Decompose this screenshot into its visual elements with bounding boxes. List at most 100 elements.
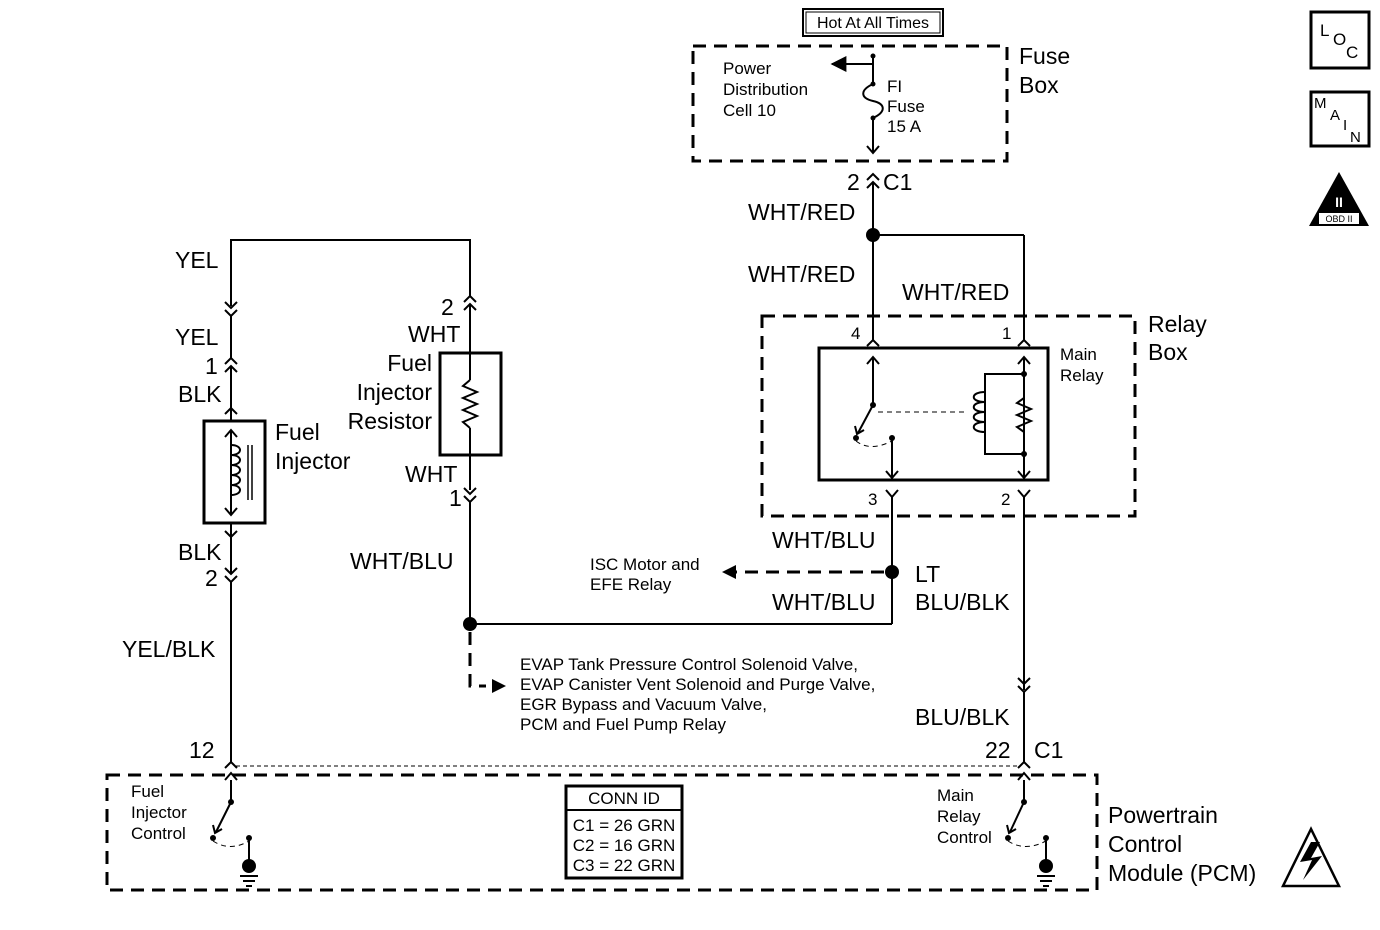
wire-blk-2: BLK: [178, 539, 222, 565]
splice-wht-blu: [463, 617, 477, 631]
wire-wht-2: WHT: [405, 461, 457, 487]
relay-switch-icon: [857, 404, 874, 434]
wire-wht-red-3: WHT/RED: [902, 279, 1009, 305]
fuse-label-3: 15 A: [887, 117, 922, 136]
fi-fuse-icon: [862, 53, 884, 155]
wire-blk-1: BLK: [178, 381, 222, 407]
conn-id-table: CONN ID C1 = 26 GRN C2 = 16 GRN C3 = 22 …: [564, 784, 684, 880]
relay-pin-2: 2: [1001, 490, 1010, 509]
resistor-pin-2: 2: [441, 294, 454, 320]
pdc-label-1: Power: [723, 59, 772, 78]
pcm-title-2: Control: [1108, 831, 1182, 857]
wire-wht-blu-bottom: WHT/BLU: [772, 589, 876, 615]
pcm-pin-22: 22: [985, 737, 1011, 763]
fuse-box-title-1: Fuse: [1019, 43, 1070, 69]
resistor-icon: [460, 379, 480, 429]
pcm-pin-12: 12: [189, 737, 215, 763]
conn-row-c1: C1 = 26 GRN: [573, 816, 676, 835]
fuse-box: Fuse Box Power Distribution Cell 10 FI F…: [691, 43, 1070, 163]
pcm-title-1: Powertrain: [1108, 802, 1218, 828]
injector-coil-icon: [230, 444, 241, 496]
loc-letter-l: L: [1320, 21, 1329, 40]
connector-c1-fuse-icon: [866, 172, 880, 181]
main-relay-label-2: Relay: [1060, 366, 1104, 385]
relay-box: Relay Box Main Relay 4 1 3 2: [760, 311, 1207, 518]
pcm-connector-c1: C1: [1034, 737, 1063, 763]
main-relay: [817, 346, 1050, 482]
main-letter-i: I: [1343, 117, 1347, 134]
esd-warning-icon: [1280, 826, 1342, 888]
main-letter-n: N: [1350, 129, 1361, 146]
isc-ref-2: EFE Relay: [590, 575, 672, 594]
fuse-connector: C1: [883, 169, 912, 195]
loc-icon[interactable]: L O C: [1309, 10, 1371, 70]
fuel-injector-resistor: [438, 351, 503, 457]
loc-letter-o: O: [1333, 30, 1346, 49]
pcm-module: Powertrain Control Module (PCM) Fuel Inj…: [105, 771, 1256, 892]
fic-switch-icon: [215, 801, 232, 833]
mrc-ground-icon: [1039, 859, 1053, 873]
wire-blu-blk-2: BLU/BLK: [915, 704, 1010, 730]
main-letter-m: M: [1314, 95, 1327, 112]
conn-row-c2: C2 = 16 GRN: [573, 836, 676, 855]
relay-box-title-1: Relay: [1148, 311, 1207, 337]
fuel-injector: [202, 419, 267, 525]
mrc-label-2: Relay: [937, 807, 981, 826]
pdc-label-2: Distribution: [723, 80, 808, 99]
mrc-switch-icon: [1009, 801, 1025, 833]
pdc-label-3: Cell 10: [723, 101, 776, 120]
relay-pin-3: 3: [868, 490, 877, 509]
fuse-label-1: FI: [887, 77, 902, 96]
isc-arrow-icon: [722, 565, 736, 579]
mrc-label-1: Main: [937, 786, 974, 805]
fic-label-2: Injector: [131, 803, 187, 822]
relay-resistor-icon: [1014, 397, 1034, 433]
pcm-title-3: Module (PCM): [1108, 860, 1256, 886]
wire-wht-1: WHT: [408, 321, 460, 347]
wire-wht-red-1: WHT/RED: [748, 199, 855, 225]
evap-ref-2: EVAP Canister Vent Solenoid and Purge Va…: [520, 675, 875, 694]
conn-id-title: CONN ID: [588, 789, 660, 808]
resistor-label-1: Fuel: [387, 350, 432, 376]
obd-numeral: II: [1335, 194, 1343, 210]
conn-row-c3: C3 = 22 GRN: [573, 856, 676, 875]
wire-lt: LT: [915, 561, 940, 587]
evap-arrow-icon: [492, 679, 506, 693]
wire-yel-2: YEL: [175, 324, 219, 350]
main-relay-label-1: Main: [1060, 345, 1097, 364]
relay-pin-1: 1: [1002, 324, 1011, 343]
fuse-pin: 2: [847, 169, 860, 195]
injector-pin-1: 1: [205, 353, 218, 379]
wire-wht-blu-left: WHT/BLU: [350, 548, 454, 574]
fic-label-3: Control: [131, 824, 186, 843]
splice-lt: [885, 565, 899, 579]
obd-text: OBD II: [1325, 214, 1352, 224]
resistor-label-2: Injector: [357, 379, 433, 405]
isc-ref-1: ISC Motor and: [590, 555, 700, 574]
relay-box-title-2: Box: [1148, 339, 1188, 365]
evap-ref-3: EGR Bypass and Vacuum Valve,: [520, 695, 767, 714]
injector-pin-2: 2: [205, 565, 218, 591]
wire-yel-blk: YEL/BLK: [122, 636, 216, 662]
wire-yel-top: YEL: [175, 247, 219, 273]
relay-pin-4: 4: [851, 324, 860, 343]
resistor-pin-1: 1: [449, 485, 462, 511]
injector-label-1: Fuel: [275, 419, 320, 445]
relay-coil-icon: [972, 391, 986, 433]
fuse-label-2: Fuse: [887, 97, 925, 116]
hot-at-all-times-label: Hot At All Times: [802, 8, 944, 37]
hot-label: Hot At All Times: [817, 15, 929, 32]
wire-blu-blk-1: BLU/BLK: [915, 589, 1010, 615]
injector-label-2: Injector: [275, 448, 351, 474]
main-letter-a: A: [1330, 107, 1340, 124]
evap-ref-1: EVAP Tank Pressure Control Solenoid Valv…: [520, 655, 858, 674]
mrc-label-3: Control: [937, 828, 992, 847]
fic-ground-icon: [242, 859, 256, 873]
fuse-box-title-2: Box: [1019, 72, 1059, 98]
main-icon[interactable]: M A I N: [1309, 90, 1371, 148]
obd-ii-icon: II OBD II: [1309, 172, 1369, 226]
resistor-label-3: Resistor: [348, 408, 433, 434]
wire-wht-blu-relay: WHT/BLU: [772, 527, 876, 553]
